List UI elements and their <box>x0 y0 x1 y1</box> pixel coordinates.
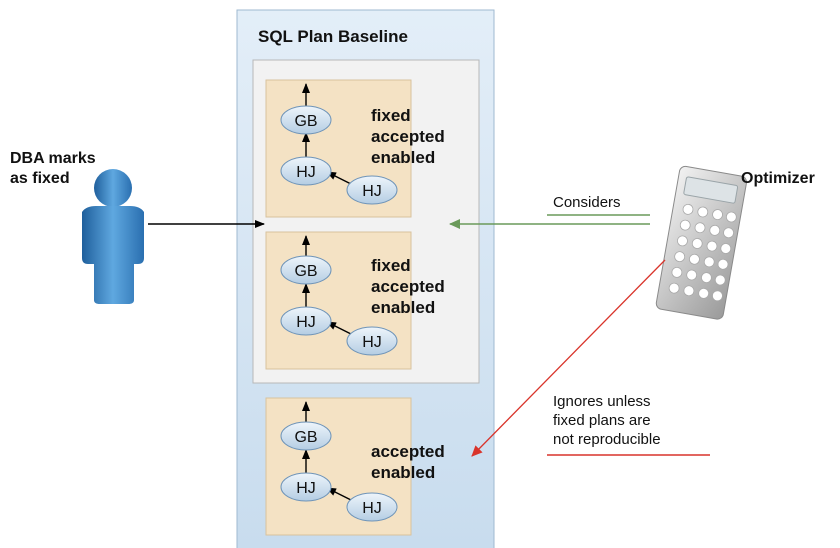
plan-node-hj <box>280 472 332 502</box>
plan-node-hj-child-label: HJ <box>362 183 382 200</box>
optimizer-calculator-icon <box>655 165 748 320</box>
plan-node-hj-child <box>346 175 398 205</box>
plan-node-hj <box>280 306 332 336</box>
plan-box: GB HJ HJ fixed accepted enabled <box>265 231 445 370</box>
ignores-label-line: Ignores unless <box>553 393 651 410</box>
considers-label: Considers <box>553 194 621 211</box>
plan-node-hj-child-label: HJ <box>362 334 382 351</box>
plan-node-hj-child-label: HJ <box>362 500 382 517</box>
plan-node-gb <box>280 255 332 285</box>
dba-person-icon <box>82 169 144 304</box>
plan-status-line: accepted <box>371 127 445 146</box>
optimizer-label: Optimizer <box>741 170 815 187</box>
plan-node-hj <box>280 156 332 186</box>
plan-status-line: enabled <box>371 298 435 317</box>
plan-status-line: fixed <box>371 256 411 275</box>
plan-status-line: enabled <box>371 148 435 167</box>
plan-node-hj-label: HJ <box>296 164 316 181</box>
plan-box: GB HJ HJ accepted enabled <box>265 397 445 536</box>
plan-node-hj-child <box>346 492 398 522</box>
ignores-label-line: not reproducible <box>553 431 661 448</box>
plan-status-line: enabled <box>371 463 435 482</box>
plan-node-hj-child <box>346 326 398 356</box>
plan-node-gb-label: GB <box>294 263 317 280</box>
ignores-arrow <box>471 259 666 457</box>
plan-status-line: accepted <box>371 442 445 461</box>
plan-status-line: fixed <box>371 106 411 125</box>
plan-node-hj-label: HJ <box>296 480 316 497</box>
plan-node-hj-label: HJ <box>296 314 316 331</box>
plan-node-gb <box>280 105 332 135</box>
plan-box: GB HJ HJ fixed accepted enabled <box>265 79 445 218</box>
plan-node-gb <box>280 421 332 451</box>
plan-node-gb-label: GB <box>294 429 317 446</box>
plan-status-line: accepted <box>371 277 445 296</box>
dba-label-line: as fixed <box>10 170 70 187</box>
baseline-title: SQL Plan Baseline <box>258 27 408 46</box>
ignores-label-line: fixed plans are <box>553 412 651 429</box>
plan-node-gb-label: GB <box>294 113 317 130</box>
dba-label-line: DBA marks <box>10 150 96 167</box>
